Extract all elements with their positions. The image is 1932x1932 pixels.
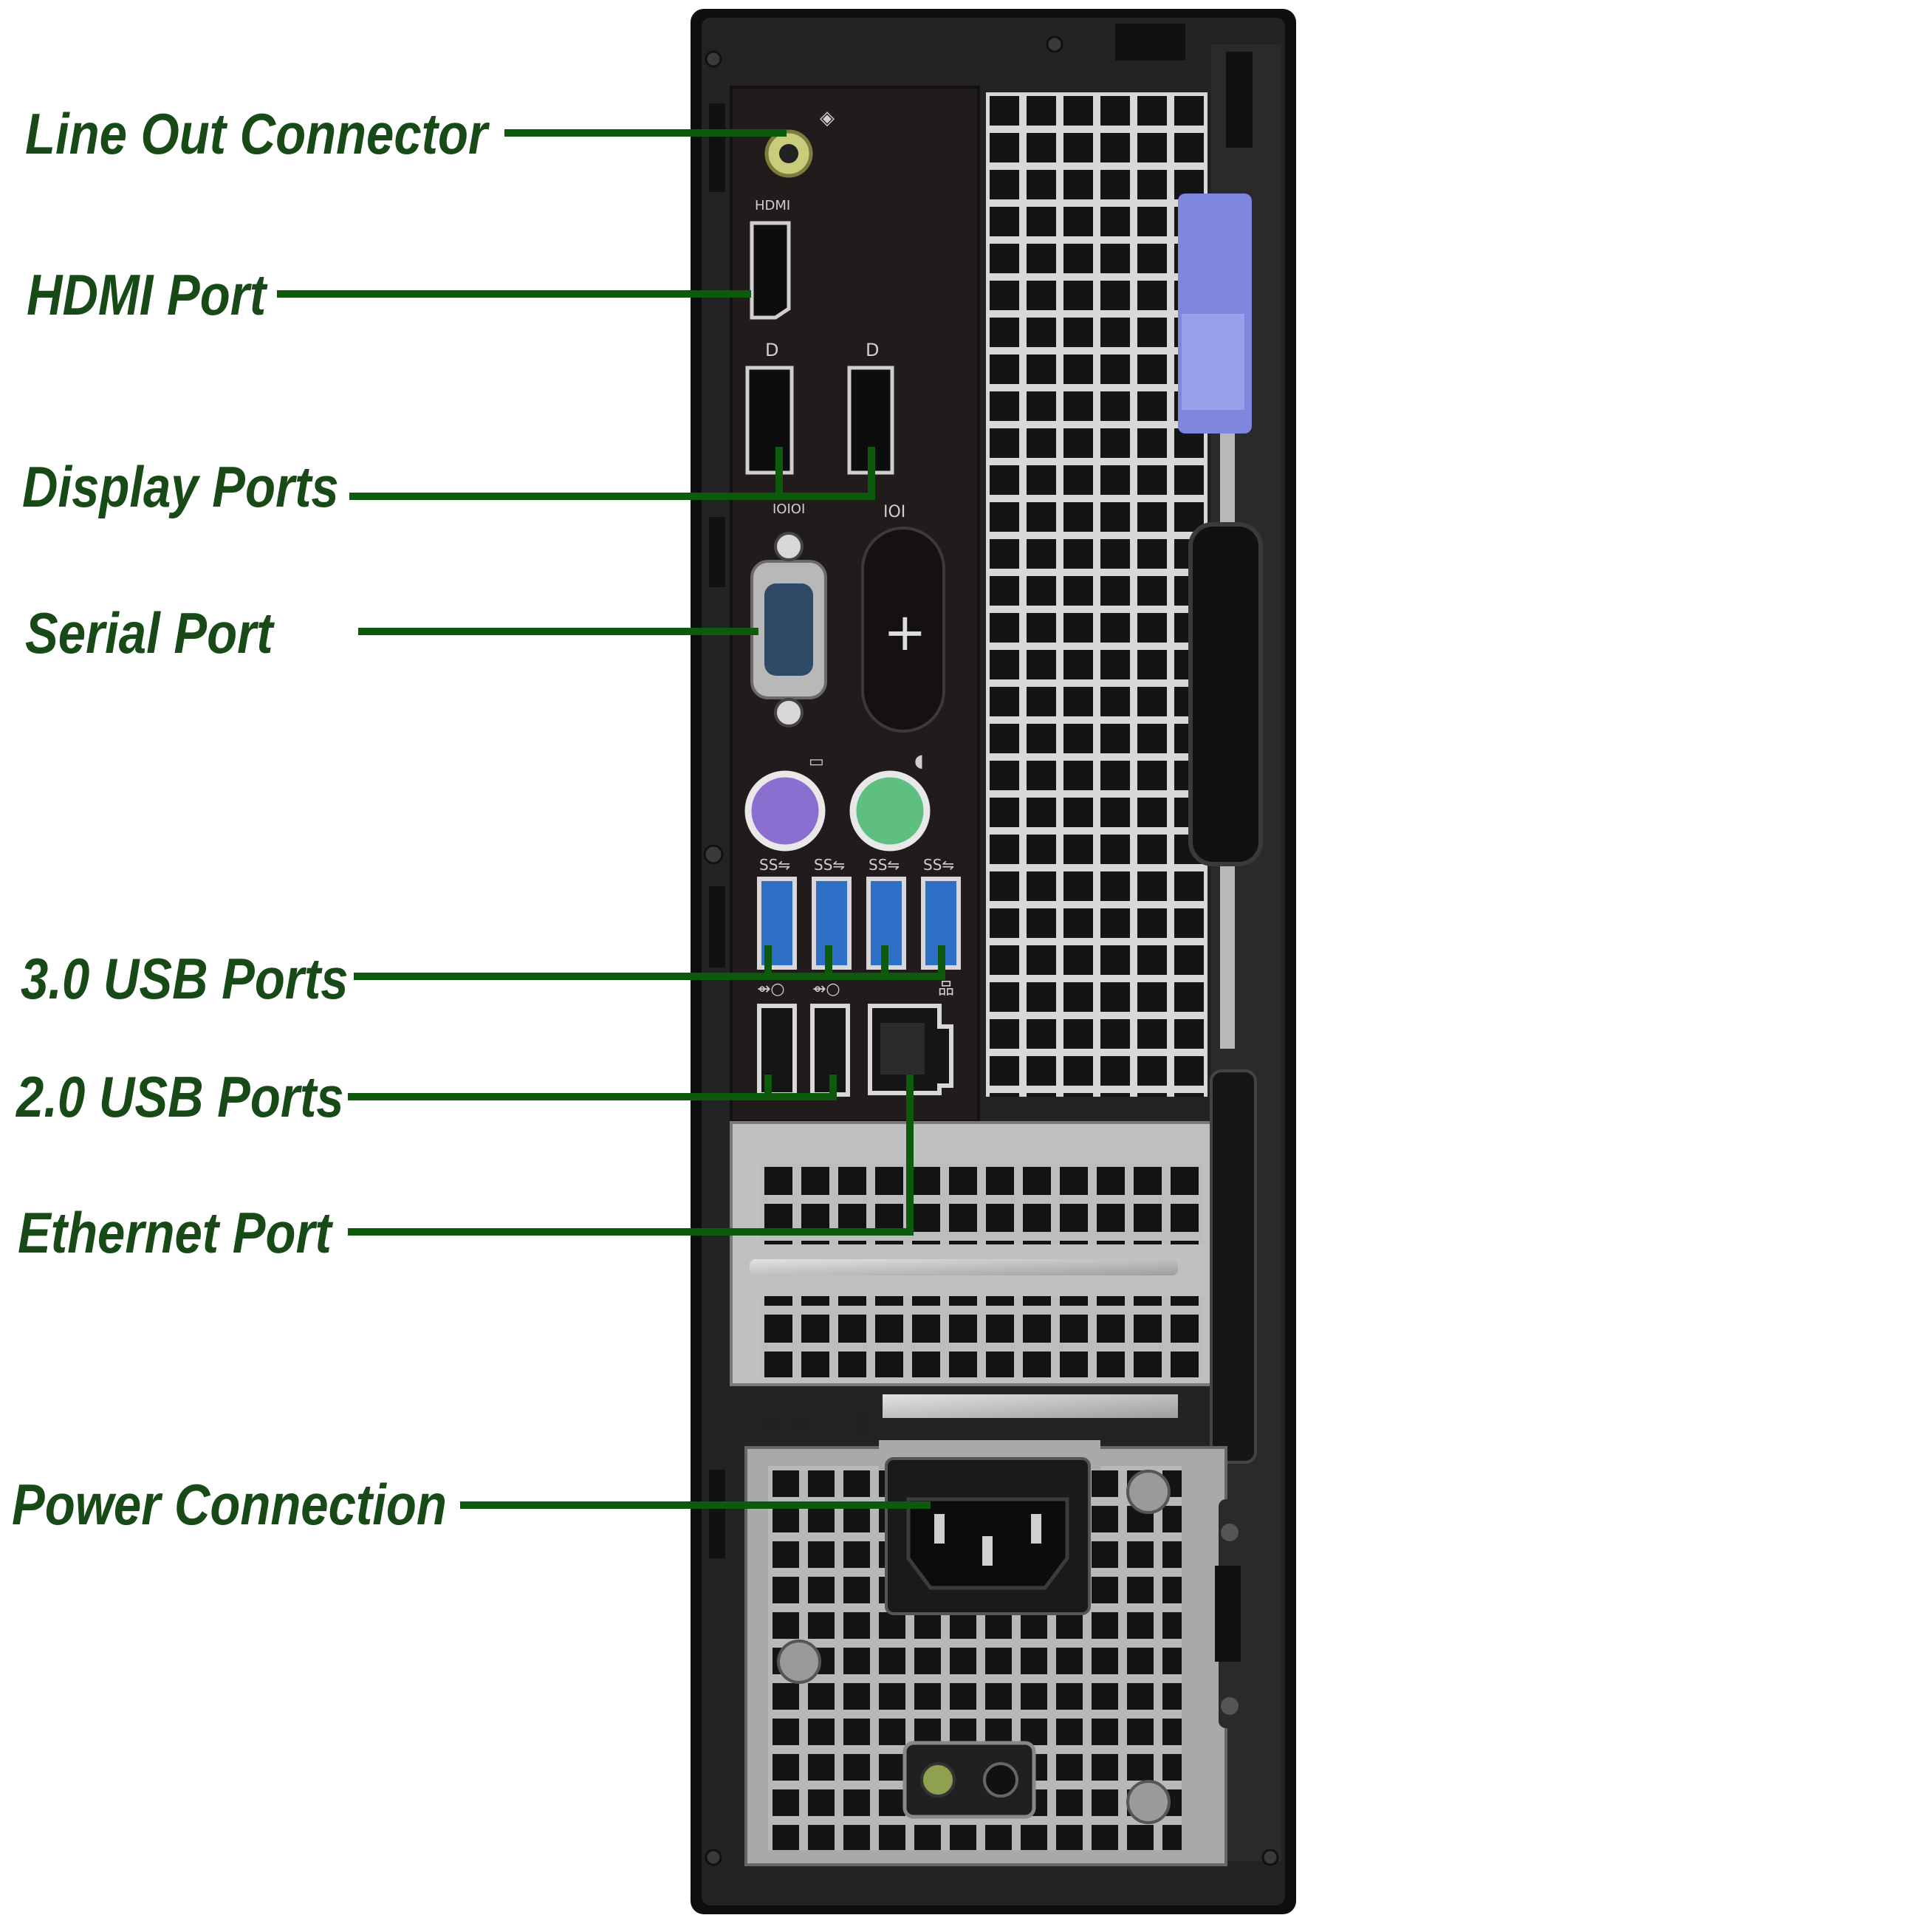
label-display-ports: Display Ports [22,454,339,519]
serial-knockout [861,527,945,733]
label-hdmi-port: HDMI Port [27,262,267,327]
label-power-connection: Power Connection [12,1472,447,1537]
hdmi-icon: HDMI [755,198,790,213]
mouse-icon: ◖ [914,750,924,771]
leader-usb3 [354,945,945,980]
label-usb3-ports: 3.0 USB Ports [21,946,349,1011]
network-icon: 品 [938,980,954,998]
usb-superspeed-icon: SS⇋ [923,856,954,874]
audio-out-icon: ◈ [820,107,835,129]
displayport-icon: D [765,340,778,360]
leader-usb2 [348,1075,837,1100]
label-usb2-ports: 2.0 USB Ports [16,1064,344,1129]
usb-superspeed-icon: SS⇋ [814,856,845,874]
usb-superspeed-icon: SS⇋ [869,856,900,874]
label-serial-port: Serial Port [25,600,273,665]
displayport-icon: D [866,340,879,360]
leader-display [349,447,875,500]
serial-icon: IOI [883,503,905,521]
usb-superspeed-icon: SS⇋ [759,856,790,874]
psu-test-panel [902,1741,1036,1819]
displayport-1 [745,366,794,475]
ps2-mouse-port [849,770,931,852]
serial-icon: IOIOI [773,501,805,517]
label-line-out-connector: Line Out Connector [25,101,488,166]
ps2-keyboard-port [744,770,826,852]
usb-icon: ⇴○ [812,980,840,998]
usb-icon: ⇴○ [757,980,785,998]
power-supply [744,1440,1270,1866]
keyboard-icon: ▭ [809,753,824,771]
leader-ethernet [348,1075,914,1236]
hdmi-port [750,221,791,320]
svg-text:+: + [883,602,927,662]
label-ethernet-port: Ethernet Port [18,1200,332,1265]
chassis-handle [1188,522,1263,866]
expansion-slots [730,1069,1257,1464]
usb3-port [812,877,852,970]
